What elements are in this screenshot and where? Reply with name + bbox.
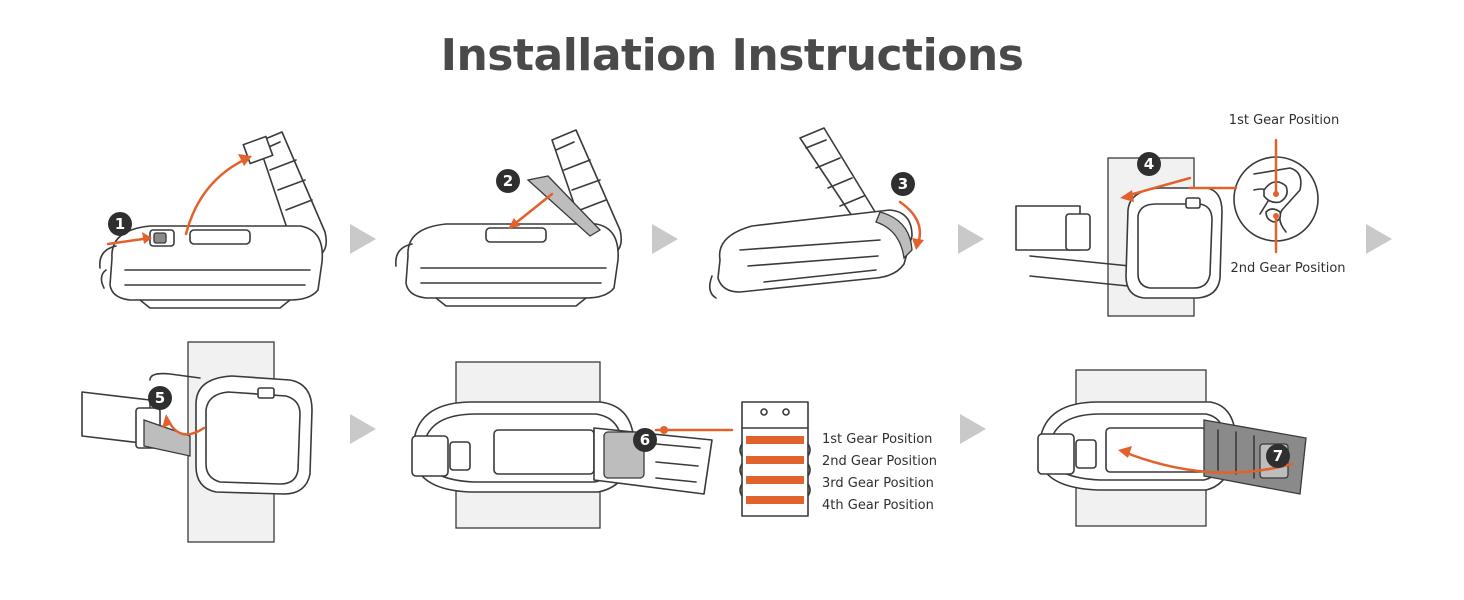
step-5-illustration — [81, 341, 313, 543]
step-7-illustration — [1037, 369, 1307, 527]
step-2-number: 2 — [503, 172, 513, 190]
next-arrow-icon — [958, 224, 984, 254]
next-arrow-icon — [350, 414, 376, 444]
step-4-top-label: 1st Gear Position — [1229, 113, 1339, 128]
step-3-badge: 3 — [891, 172, 915, 196]
step-6-number: 6 — [640, 431, 650, 449]
step-6-badge: 6 — [633, 428, 657, 452]
step-3-illustration — [708, 127, 924, 299]
step-4-number: 4 — [1144, 155, 1154, 173]
step-3-number: 3 — [898, 175, 908, 193]
step-2-badge: 2 — [496, 169, 520, 193]
step-6-label-2: 2nd Gear Position — [822, 454, 937, 469]
step-7-number: 7 — [1273, 447, 1283, 465]
step-2-illustration — [395, 129, 623, 307]
step-1-badge: 1 — [108, 212, 132, 236]
step-4-bottom-label: 2nd Gear Position — [1230, 261, 1345, 276]
next-arrow-icon — [350, 224, 376, 254]
step-6-label-1: 1st Gear Position — [822, 432, 932, 447]
step-6-label-4: 4th Gear Position — [822, 498, 934, 513]
next-arrow-icon — [652, 224, 678, 254]
next-arrow-icon — [960, 414, 986, 444]
step-6-label-3: 3rd Gear Position — [822, 476, 934, 491]
step-1-number: 1 — [115, 215, 125, 233]
step-1-illustration — [99, 131, 328, 309]
step-6-illustration: 1st Gear Position 2nd Gear Position 3rd … — [411, 361, 937, 529]
step-4-badge: 4 — [1137, 152, 1161, 176]
step-7-badge: 7 — [1266, 444, 1290, 468]
step-4-illustration: 1st Gear Position 2nd Gear Position — [1015, 113, 1346, 317]
step-5-badge: 5 — [148, 386, 172, 410]
next-arrow-icon — [1366, 224, 1392, 254]
step-5-number: 5 — [155, 389, 165, 407]
page-title: Installation Instructions — [440, 30, 1024, 81]
